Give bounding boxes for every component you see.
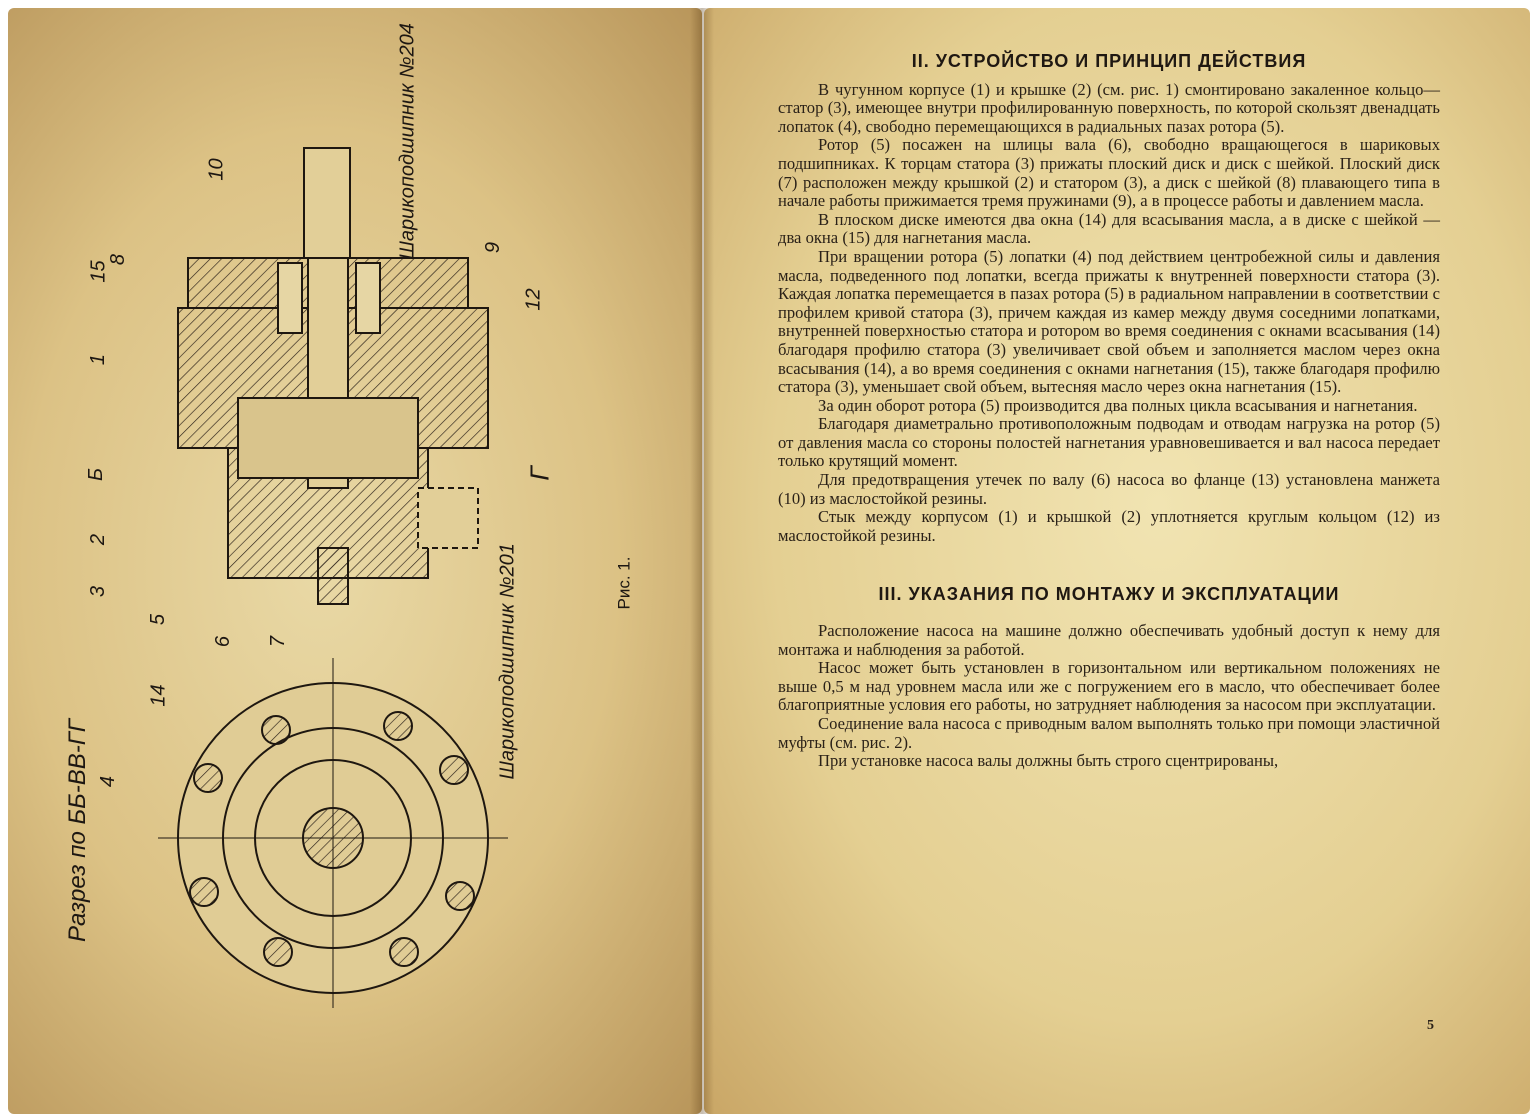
paragraph: При вращении ротора (5) лопатки (4) под …	[778, 246, 1440, 397]
paragraph: При установке насоса валы должны быть ст…	[818, 751, 1279, 771]
bearing-bottom-label: Шарикоподшипник №201	[496, 543, 519, 780]
callout-5: 5	[147, 613, 170, 626]
paragraph: Благодаря диаметрально противоположным п…	[778, 414, 1440, 471]
paragraph: В чугунном корпусе (1) и крышке (2) (см.…	[778, 79, 1440, 136]
section-caption: Разрез по ББ-ВВ-ГГ	[64, 719, 91, 942]
paragraph: За один оборот ротора (5) производится д…	[818, 395, 1418, 415]
right-page: II. УСТРОЙСТВО И ПРИНЦИП ДЕЙСТВИЯ В чугу…	[704, 8, 1530, 1114]
paragraph: Насос может быть установлен в горизонтал…	[778, 658, 1440, 715]
section-3-title: III. УКАЗАНИЯ ПО МОНТАЖУ И ЭКСПЛУАТАЦИИ	[878, 584, 1340, 605]
pump-section-drawing	[158, 147, 508, 1008]
paragraph: Для предотвращения утечек по валу (6) на…	[778, 470, 1440, 508]
paragraph: Ротор (5) посажен на шлицы вала (6), сво…	[778, 135, 1440, 211]
paragraph: Стык между корпусом (1) и крышкой (2) уп…	[778, 507, 1440, 545]
page-number: 5	[1427, 1018, 1434, 1033]
section-2-title: II. УСТРОЙСТВО И ПРИНЦИП ДЕЙСТВИЯ	[911, 51, 1307, 71]
callout-12: 12	[522, 288, 545, 311]
callout-14: 14	[147, 684, 170, 707]
callout-G: Г	[524, 466, 555, 481]
left-page: Шарикоподшипник №204 Шарикоподшипник №20…	[8, 8, 702, 1114]
callout-8: 8	[107, 253, 130, 266]
callout-7: 7	[267, 635, 290, 648]
page-text: II. УСТРОЙСТВО И ПРИНЦИП ДЕЙСТВИЯ В чугу…	[778, 48, 1440, 771]
book-gutter	[690, 8, 714, 1114]
figure-caption: Рис. 1.	[614, 556, 634, 610]
paragraph: В плоском диске имеются два окна (14) дл…	[778, 209, 1440, 248]
callout-2: 2	[87, 533, 110, 546]
paragraph: Соединение вала насоса с приводным валом…	[778, 714, 1440, 752]
callout-10: 10	[205, 158, 228, 181]
bearing-top-label: Шарикоподшипник №204	[396, 23, 419, 260]
paragraph: Расположение насоса на машине должно обе…	[778, 621, 1440, 659]
callout-4: 4	[97, 775, 120, 788]
callout-6: 6	[212, 635, 235, 648]
callout-B: Б	[85, 467, 108, 482]
callout-1: 1	[87, 353, 110, 366]
callout-9: 9	[482, 241, 505, 254]
callout-3: 3	[87, 585, 110, 598]
